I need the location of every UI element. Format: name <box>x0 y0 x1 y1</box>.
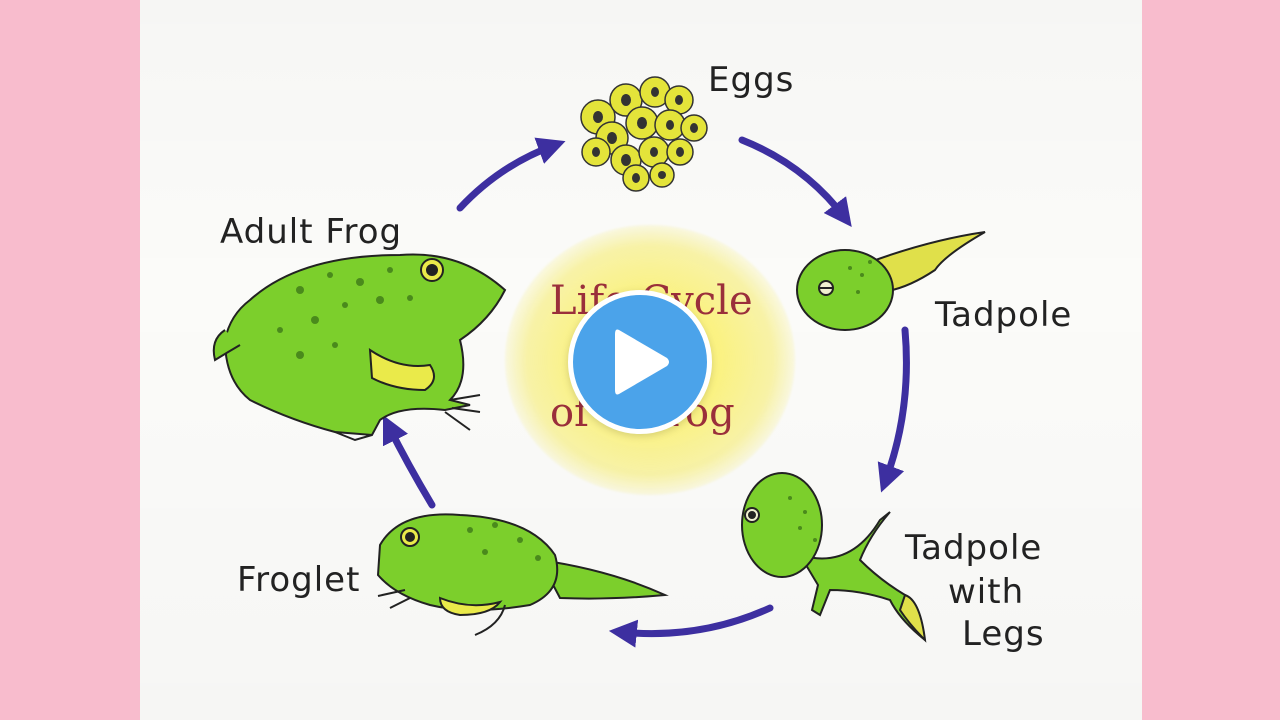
play-icon <box>615 329 669 395</box>
label-tadpole-with-legs-line2: with <box>948 572 1025 612</box>
arrow-legs-to-froglet <box>608 604 774 648</box>
arrow-eggs-to-tadpole <box>738 136 852 227</box>
arrow-adult-to-eggs <box>456 137 566 212</box>
label-tadpole-with-legs-line1: Tadpole <box>905 528 1043 568</box>
tadpole-drawing <box>796 231 986 331</box>
label-tadpole: Tadpole <box>935 295 1073 335</box>
arrow-tadpole-to-legs <box>877 326 910 493</box>
label-tadpole-with-legs-line3: Legs <box>962 614 1045 654</box>
adult-frog-drawing <box>212 253 507 442</box>
play-button[interactable] <box>568 290 712 434</box>
label-eggs: Eggs <box>708 60 795 100</box>
arrow-froglet-to-adult <box>382 414 436 509</box>
tadpole-with-legs-drawing <box>741 472 927 643</box>
froglet-drawing <box>376 513 669 636</box>
label-adult-frog: Adult Frog <box>220 212 403 252</box>
eggs-cluster <box>580 76 708 192</box>
label-froglet: Froglet <box>237 560 361 600</box>
